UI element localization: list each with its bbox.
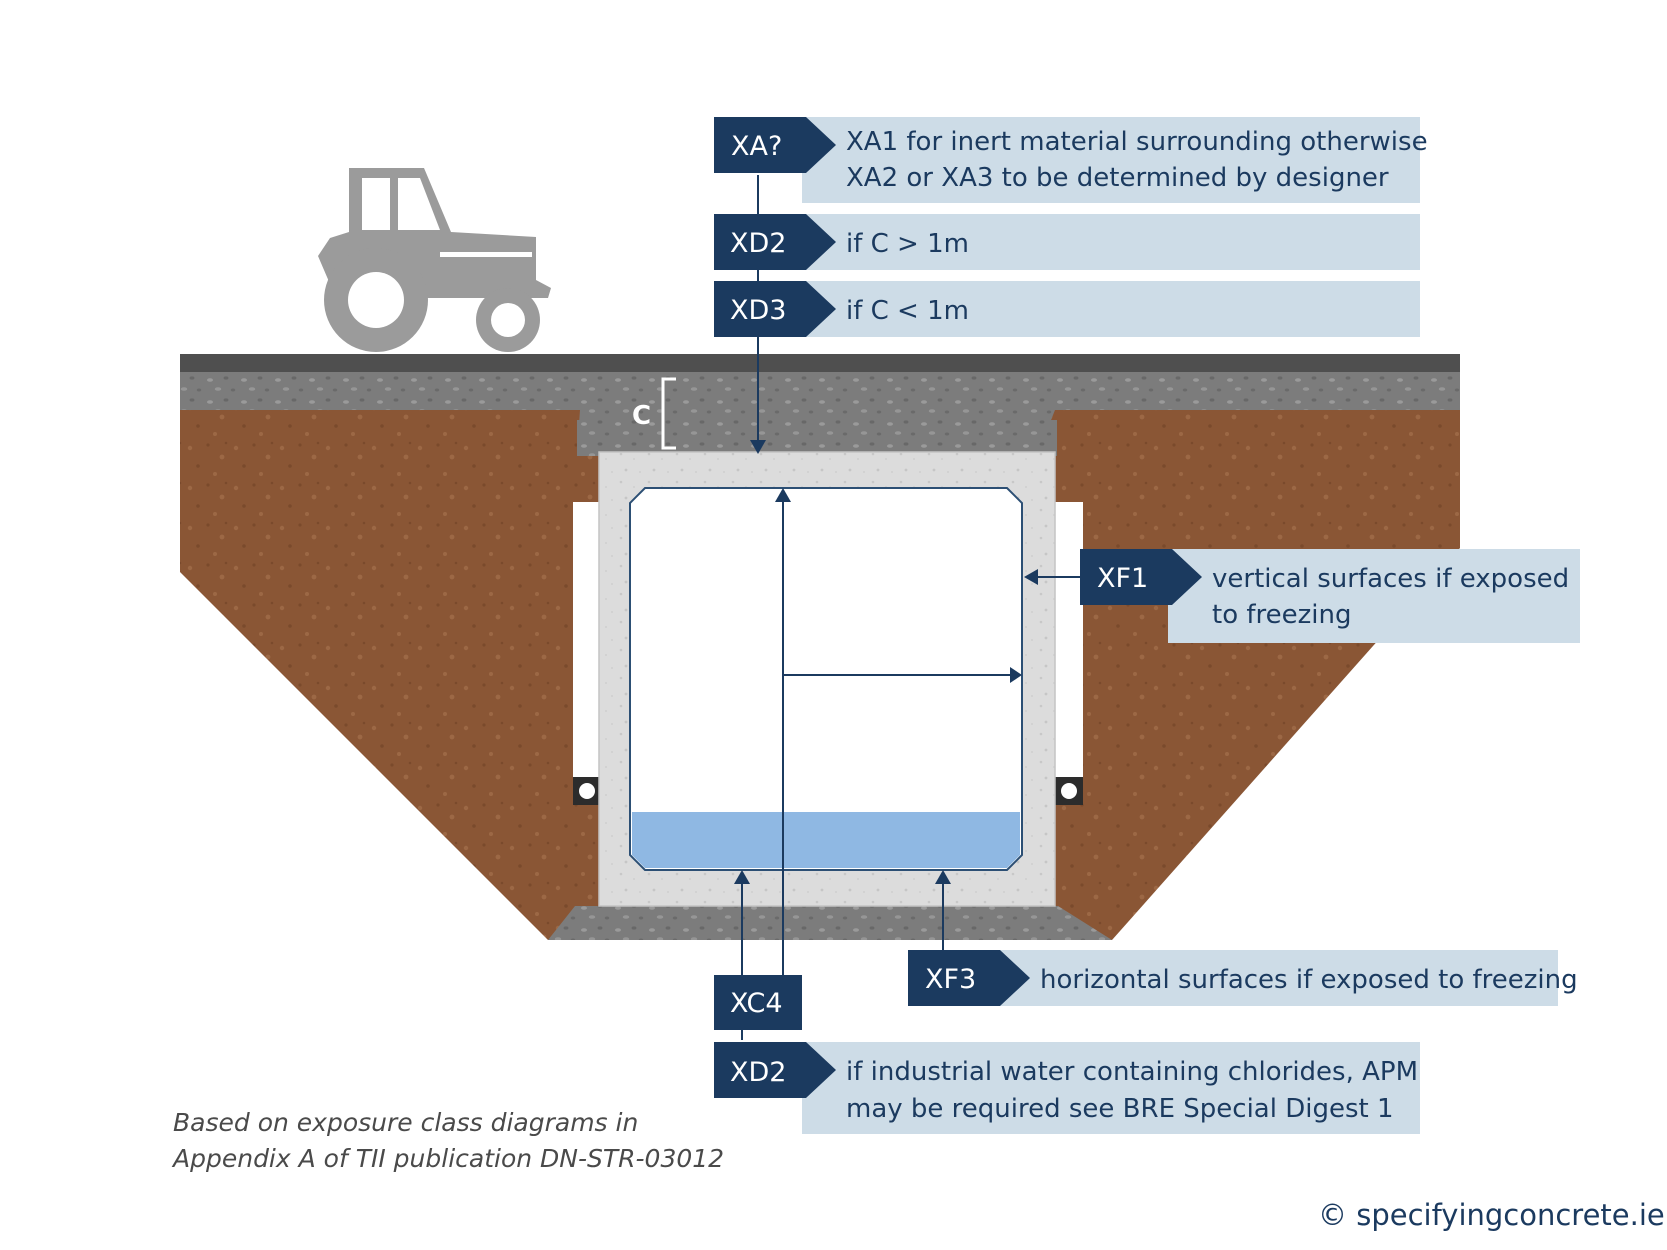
cover-label: C	[632, 401, 651, 431]
cover-bracket	[661, 377, 676, 450]
xf3-tag-text: XF3	[925, 964, 976, 995]
xc4-tag-text: XC4	[730, 988, 783, 1019]
xd3-description: if C < 1m	[846, 296, 969, 326]
xd2-bottom-description-line2: may be required see BRE Special Digest 1	[846, 1094, 1394, 1124]
tractor-icon	[318, 168, 551, 352]
left-drain-strip	[573, 502, 601, 792]
xa-description-line1: XA1 for inert material surrounding other…	[846, 127, 1428, 157]
right-drain-strip	[1055, 502, 1083, 792]
xf1-description-line1: vertical surfaces if exposed	[1212, 564, 1569, 594]
culvert-water	[632, 812, 1020, 868]
xa-description-line2: XA2 or XA3 to be determined by designer	[846, 163, 1389, 193]
xf3-tag	[908, 950, 1030, 1006]
copyright-text: © specifyingconcrete.ie	[1318, 1198, 1665, 1232]
granular-backfill	[180, 370, 1460, 453]
xf1-tag-text: XF1	[1097, 563, 1148, 594]
xd2-top-description-box	[802, 214, 1420, 270]
xd2-top-description: if C > 1m	[846, 229, 969, 259]
xf1-description-box	[1168, 549, 1580, 643]
xd2-top-tag-text: XD2	[730, 228, 786, 259]
xf3-description-box	[996, 950, 1558, 1006]
xd2-bottom-description-line1: if industrial water containing chlorides…	[846, 1057, 1418, 1087]
source-note-line2: Appendix A of TII publication DN-STR-030…	[171, 1144, 724, 1173]
granular-surround	[577, 420, 1057, 456]
bedding-layer	[548, 906, 1112, 940]
xd3-tag	[714, 281, 836, 337]
xd2-top-tag	[714, 214, 836, 270]
xa-tag-text: XA?	[731, 131, 782, 162]
xd3-description-box	[802, 281, 1420, 337]
arrow-heads	[734, 440, 1038, 884]
xd3-tag-text: XD3	[730, 295, 786, 326]
xd2-bottom-tag	[714, 1042, 836, 1098]
xf3-description: horizontal surfaces if exposed to freezi…	[1040, 965, 1578, 995]
xd2-bottom-tag-text: XD2	[730, 1057, 786, 1088]
source-note-line1: Based on exposure class diagrams in	[173, 1108, 638, 1137]
xf1-tag	[1080, 549, 1202, 605]
xa-tag	[714, 117, 836, 173]
road-surface	[180, 354, 1460, 372]
xd2-bottom-description-box	[802, 1042, 1420, 1134]
right-drain-pipe-hole	[1061, 783, 1077, 799]
xf1-description-line2: to freezing	[1212, 600, 1351, 630]
xa-description-box	[802, 117, 1420, 203]
left-drain-pipe-hole	[579, 783, 595, 799]
xc4-tag	[714, 975, 802, 1030]
culvert-interior	[629, 487, 1023, 871]
